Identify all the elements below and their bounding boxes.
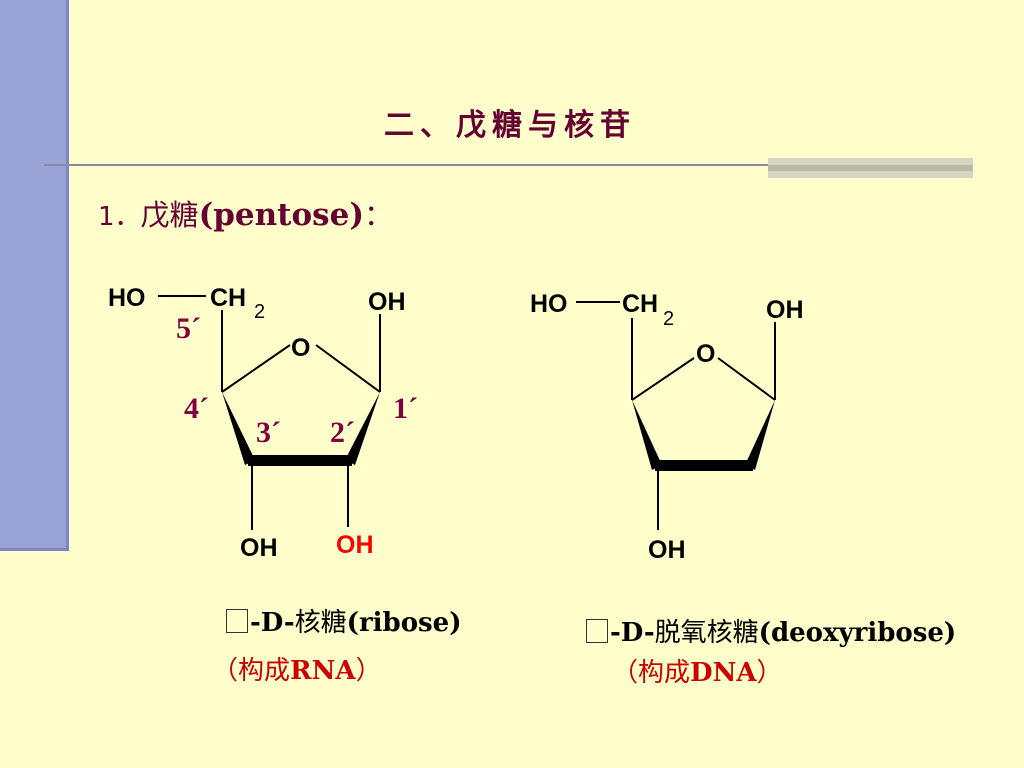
deoxyribose-composition: （构成DNA） xyxy=(612,652,783,689)
ribose-oh-c3-label: OH xyxy=(240,534,278,562)
ribose-composition: （构成RNA） xyxy=(212,650,382,687)
deoxy-c3-c2-bold-bond xyxy=(655,460,753,471)
heading-number: 1． xyxy=(98,202,141,232)
ribose-composition-cn: 构成 xyxy=(238,656,291,686)
deoxy-composition-en: DNA xyxy=(690,658,757,688)
ribose-ring-o-label: O xyxy=(291,334,310,362)
ribose-ch-label: CH xyxy=(210,284,246,312)
ribose-position-5: 5´ xyxy=(176,312,201,345)
heading-en: (pentose) xyxy=(198,197,365,233)
deoxy-caption-cn: 脱氧核糖 xyxy=(654,618,759,648)
ribose-ho-label: HO xyxy=(108,284,146,312)
deoxy-composition-cn: 构成 xyxy=(638,658,691,688)
ribose-structure: HO CH 2 O OH OH OH 5´ 4´ 3´ 2´ 1´ xyxy=(108,284,418,562)
deoxy-c4-c3-wedge xyxy=(632,400,662,470)
ribose-caption-cn: 核糖 xyxy=(294,608,347,638)
deoxy-ring-o-label: O xyxy=(696,340,715,368)
heading-colon: ： xyxy=(364,198,394,232)
deoxy-oh-c3-label: OH xyxy=(648,536,686,564)
heading-cn: 戊糖 xyxy=(140,198,199,232)
ribose-composition-close: ） xyxy=(355,656,382,686)
ribose-oh-c1-label: OH xyxy=(368,288,406,316)
ribose-composition-open: （ xyxy=(212,656,239,686)
deoxy-ch-label: CH xyxy=(622,290,658,318)
deoxyribose-caption: -D-脱氧核糖(deoxyribose) xyxy=(586,612,956,649)
ribose-position-2: 2´ xyxy=(330,416,355,449)
ribose-position-3: 3´ xyxy=(256,416,281,449)
ribose-caption-prefix: -D- xyxy=(250,608,295,638)
ribose-caption-en: (ribose) xyxy=(346,608,462,638)
ribose-composition-en: RNA xyxy=(290,656,356,686)
deoxy-caption-prefix: -D- xyxy=(610,618,655,648)
ribose-c3-c2-bold-bond xyxy=(248,455,352,466)
deoxy-o-c1-bond xyxy=(717,357,776,401)
deoxy-oh-c1-label: OH xyxy=(766,296,804,324)
alpha-beta-placeholder-icon xyxy=(226,609,248,633)
ribose-o-c1-bond xyxy=(315,344,381,393)
ribose-caption: -D-核糖(ribose) xyxy=(226,602,462,639)
ribose-position-4: 4´ xyxy=(184,392,209,425)
deoxy-caption-en: (deoxyribose) xyxy=(758,618,957,648)
deoxy-c1-c2-wedge xyxy=(745,400,775,470)
deoxy-ch-subscript: 2 xyxy=(663,308,674,330)
ribose-ch-subscript: 2 xyxy=(254,301,265,323)
ribose-c1-c2-wedge xyxy=(345,392,380,465)
alpha-beta-placeholder-icon xyxy=(586,619,608,643)
left-decor-bar xyxy=(0,0,69,551)
section-heading: 1．戊糖(pentose)： xyxy=(98,192,393,234)
deoxyribose-structure: HO CH 2 O OH OH xyxy=(530,290,804,564)
deoxy-composition-open: （ xyxy=(612,658,639,688)
ribose-oh-c2-label: OH xyxy=(336,531,374,559)
deoxy-ho-label: HO xyxy=(530,290,568,318)
deoxy-c4-o-bond xyxy=(631,357,695,401)
slide-title: 二、戊糖与核苷 xyxy=(384,108,636,143)
ribose-c4-o-bond xyxy=(221,344,291,393)
title-divider-line xyxy=(44,164,770,166)
title-divider-block xyxy=(768,158,973,178)
deoxy-composition-close: ） xyxy=(756,658,783,688)
ribose-c4-c3-wedge xyxy=(222,392,255,465)
ribose-position-1: 1´ xyxy=(393,392,418,425)
